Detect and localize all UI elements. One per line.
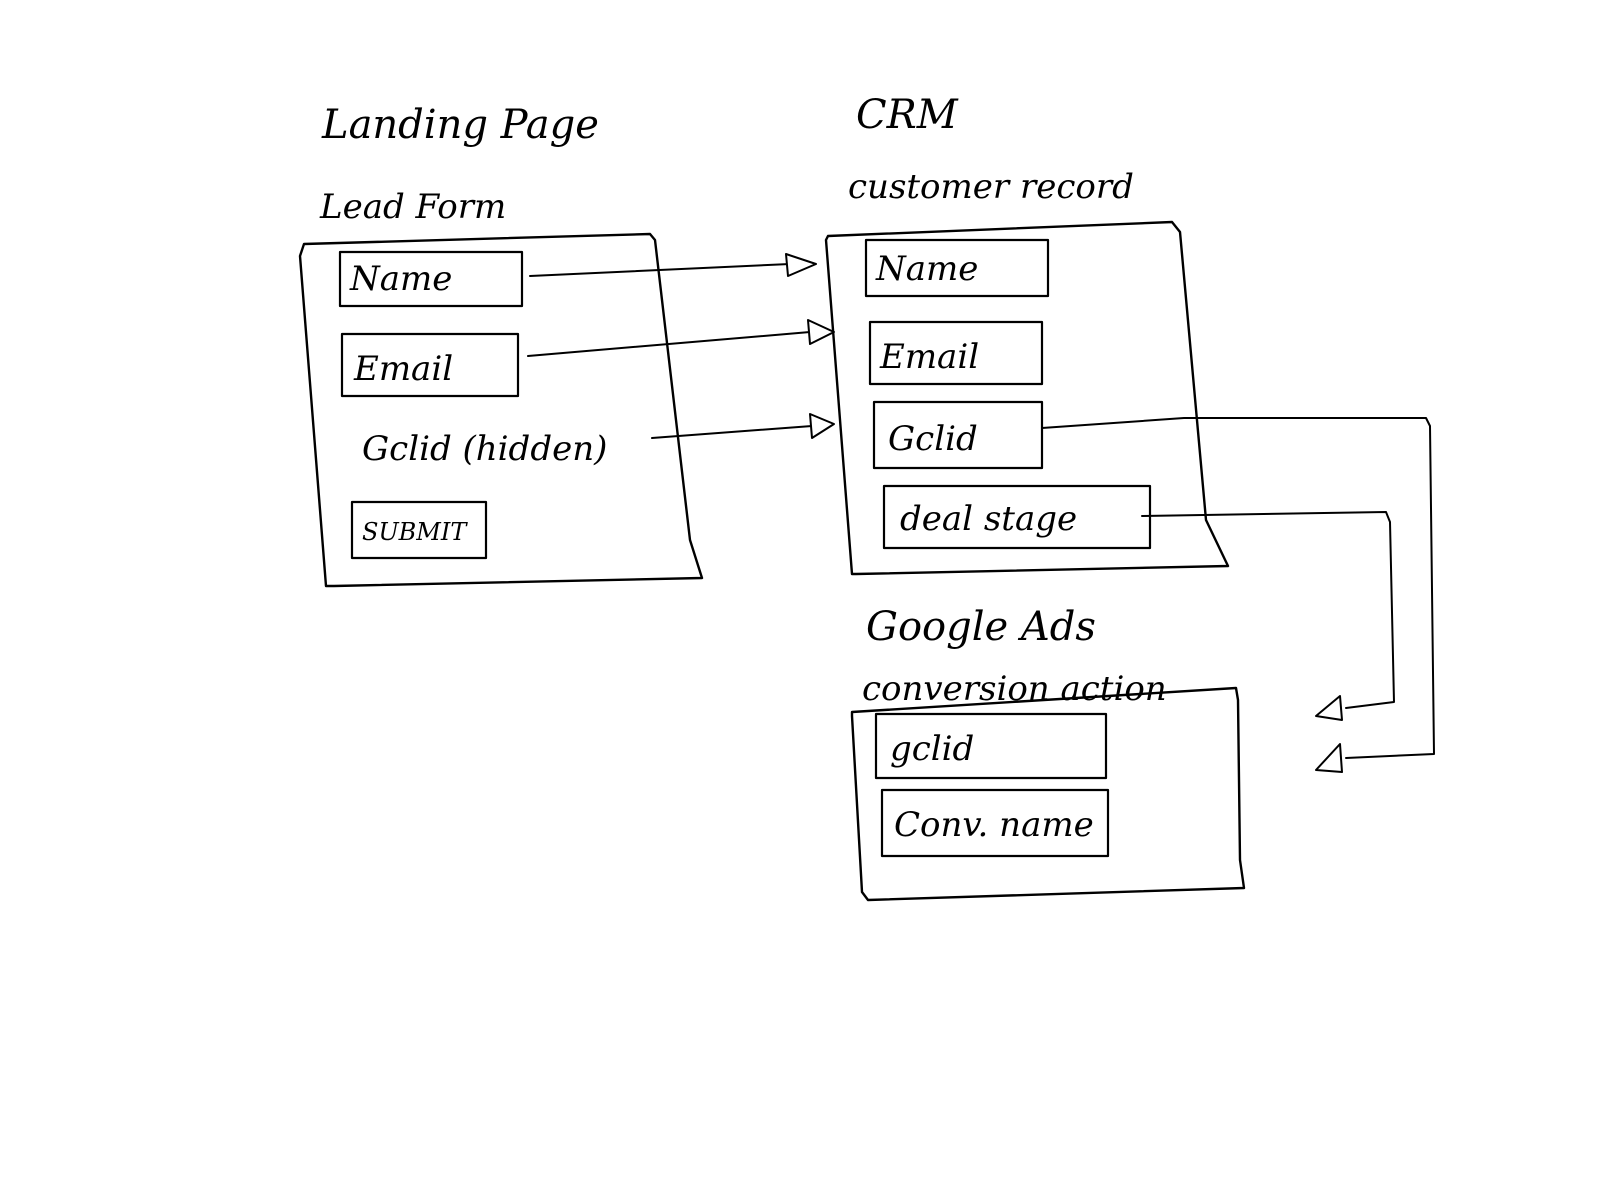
crm-email-label: Email bbox=[879, 337, 979, 377]
lead-form-submit-box bbox=[350, 500, 488, 560]
lead-form-name-label: Name bbox=[349, 259, 452, 299]
lead-form-name-field bbox=[338, 250, 524, 308]
arrow-deal-stage-to-ads bbox=[1141, 511, 1395, 709]
lead-form-submit-label: SUBMIT bbox=[362, 518, 468, 546]
arrow-email-to-crm-email bbox=[527, 331, 811, 357]
lead-form-title: Lead Form bbox=[319, 187, 506, 227]
crm-record-frame bbox=[824, 220, 1230, 576]
arrow-gclid-to-crm-gclid bbox=[651, 425, 813, 439]
arrowhead-gclid-icon bbox=[809, 413, 835, 439]
lead-form-email-field bbox=[340, 332, 520, 398]
crm-deal-stage-field bbox=[882, 484, 1152, 550]
crm-gclid-label: Gclid bbox=[888, 419, 978, 459]
crm-subtitle: customer record bbox=[848, 167, 1134, 207]
crm-gclid-field bbox=[872, 400, 1044, 470]
crm-email-field bbox=[868, 320, 1044, 386]
connectors bbox=[527, 253, 1435, 773]
crm-title: CRM bbox=[856, 92, 959, 138]
landing-page-title: Landing Page bbox=[321, 102, 599, 148]
landing-page-section: Landing Page Lead Form Name Email Gclid … bbox=[298, 102, 704, 588]
ads-conv-name-field bbox=[880, 788, 1110, 858]
ads-gclid-field bbox=[874, 712, 1108, 780]
ads-conv-name-label: Conv. name bbox=[894, 805, 1094, 845]
crm-name-field bbox=[864, 238, 1050, 298]
arrowhead-email-icon bbox=[807, 319, 835, 345]
lead-form-gclid-hidden-label: Gclid (hidden) bbox=[362, 429, 607, 469]
ads-gclid-label: gclid bbox=[890, 729, 974, 769]
google-ads-section: Google Ads conversion action gclid Conv.… bbox=[850, 604, 1246, 902]
google-ads-title: Google Ads bbox=[866, 604, 1096, 650]
crm-name-label: Name bbox=[875, 249, 978, 289]
arrowhead-ads-gclid-icon bbox=[1315, 743, 1343, 773]
arrow-name-to-crm-name bbox=[529, 263, 791, 277]
arrowhead-ads-conversion-icon bbox=[1315, 695, 1343, 721]
crm-section: CRM customer record Name Email Gclid dea… bbox=[824, 92, 1230, 576]
lead-form-frame bbox=[298, 232, 704, 588]
arrow-crm-gclid-to-ads bbox=[1041, 417, 1435, 759]
arrowhead-name-icon bbox=[785, 253, 817, 277]
lead-form-email-label: Email bbox=[353, 349, 453, 389]
crm-deal-stage-label: deal stage bbox=[900, 499, 1077, 539]
conversion-action-frame bbox=[850, 686, 1246, 902]
